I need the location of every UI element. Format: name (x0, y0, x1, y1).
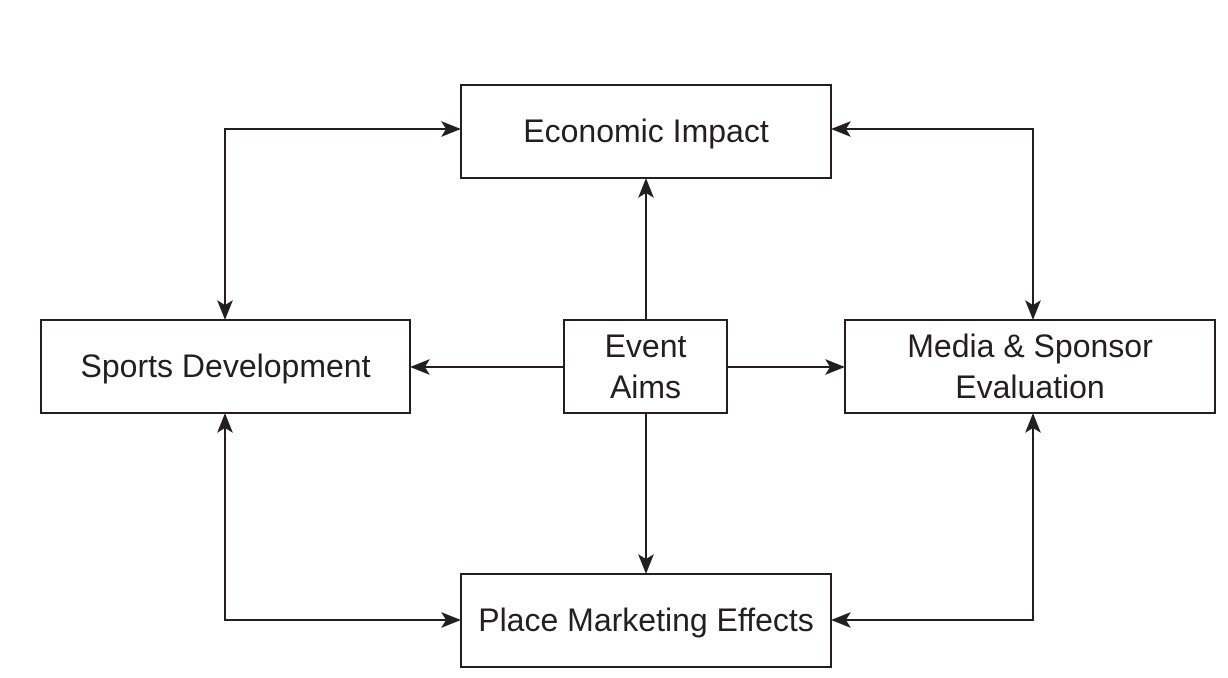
edge-media-place (831, 413, 1041, 628)
edge-media-economic (831, 121, 1041, 320)
node-media-sponsor-evaluation: Media & Sponsor Evaluation (844, 319, 1216, 414)
node-sports-development: Sports Development (40, 319, 411, 414)
node-sports-development-label: Sports Development (80, 348, 371, 384)
node-media-sponsor-line1: Media & Sponsor (907, 327, 1153, 364)
node-media-sponsor-line2: Evaluation (955, 368, 1105, 405)
node-economic-impact: Economic Impact (460, 84, 832, 179)
node-place-marketing-label: Place Marketing Effects (478, 602, 814, 638)
node-event-aims-line1: Event (604, 327, 687, 364)
node-place-marketing-effects: Place Marketing Effects (460, 573, 832, 668)
node-event-aims: Event Aims (563, 319, 728, 414)
edge-sports-economic (217, 121, 461, 320)
node-economic-impact-label: Economic Impact (523, 113, 769, 149)
node-event-aims-line2: Aims (609, 368, 682, 405)
edge-sports-place (217, 413, 461, 628)
